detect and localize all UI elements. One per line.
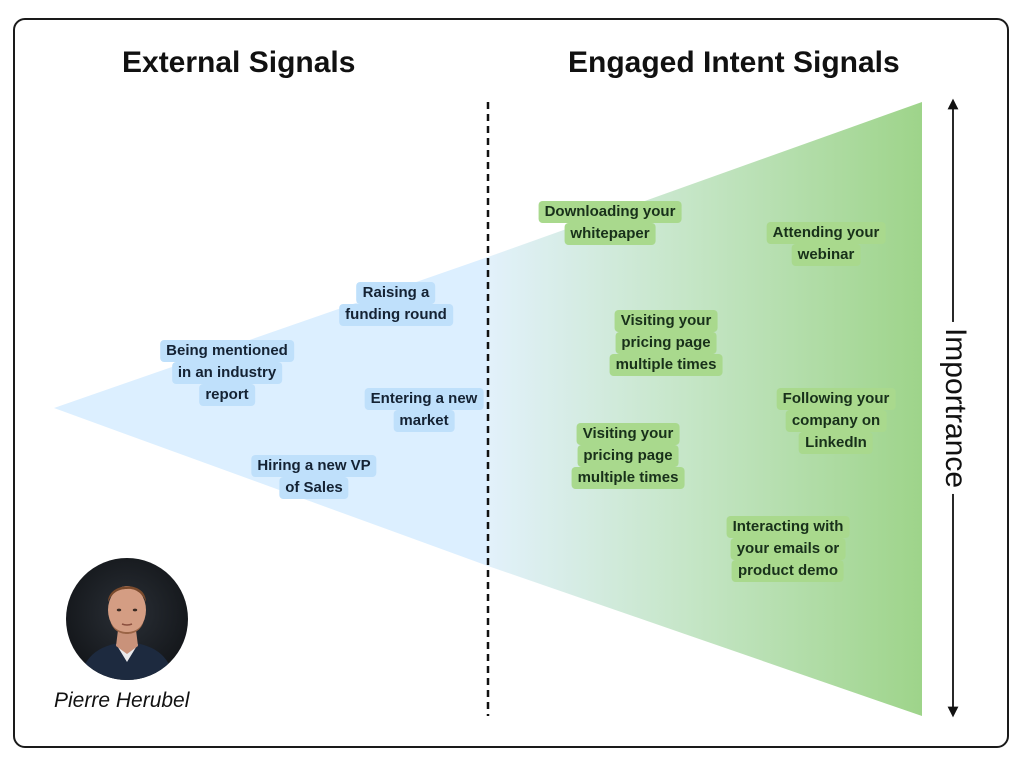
importance-axis-label: Importrance bbox=[938, 321, 972, 495]
portrait-icon bbox=[80, 586, 174, 680]
author-name: Pierre Herubel bbox=[54, 689, 190, 712]
signal-tag-engaged: Interacting with your emails or product … bbox=[726, 516, 850, 582]
engaged-intent-signals-heading: Engaged Intent Signals bbox=[568, 46, 900, 79]
signal-tag-external: Entering a new market bbox=[364, 388, 484, 432]
author-avatar bbox=[66, 558, 188, 680]
diagram-frame bbox=[13, 18, 1009, 748]
signal-tag-engaged: Following your company on LinkedIn bbox=[776, 388, 896, 454]
signal-tag-engaged: Visiting your pricing page multiple time… bbox=[609, 310, 723, 376]
signal-tag-external: Hiring a new VP of Sales bbox=[251, 455, 377, 499]
signal-tag-engaged: Downloading your whitepaper bbox=[538, 201, 682, 245]
signal-tag-engaged: Visiting your pricing page multiple time… bbox=[571, 423, 685, 489]
signal-tag-external: Being mentioned in an industry report bbox=[160, 340, 294, 406]
signal-tag-engaged: Attending your webinar bbox=[766, 222, 886, 266]
signal-tag-external: Raising a funding round bbox=[339, 282, 453, 326]
external-signals-heading: External Signals bbox=[122, 46, 356, 79]
external-region bbox=[54, 257, 488, 566]
